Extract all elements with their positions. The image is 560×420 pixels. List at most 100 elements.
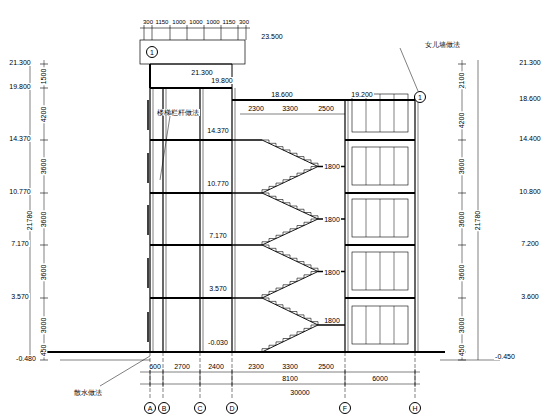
line <box>262 325 318 352</box>
line <box>232 244 262 246</box>
label-text: 1000 <box>188 19 203 25</box>
line <box>318 324 345 326</box>
axis-bubble: H <box>409 402 421 414</box>
axis-bubble: A <box>144 402 156 414</box>
line <box>394 306 395 344</box>
line <box>345 369 346 387</box>
line <box>221 25 222 40</box>
line <box>200 352 201 400</box>
line <box>262 219 318 245</box>
line <box>414 100 415 352</box>
line <box>162 88 163 352</box>
line <box>262 245 318 272</box>
line <box>150 139 232 141</box>
window <box>352 147 408 185</box>
line <box>394 147 395 185</box>
label-text: 1000 <box>205 19 220 25</box>
label-text: 14.400 <box>518 135 541 142</box>
line <box>40 88 48 89</box>
line <box>380 199 381 237</box>
label-text: 14.370 <box>8 135 31 142</box>
line <box>60 360 150 361</box>
label-text: -0.030 <box>207 339 229 346</box>
label-text: 18.600 <box>518 95 541 102</box>
line <box>380 94 381 132</box>
line <box>345 297 415 299</box>
line <box>262 272 318 299</box>
label-text: 300 <box>238 19 250 25</box>
label-text: -0.480 <box>15 355 37 362</box>
line <box>147 153 149 183</box>
line <box>150 244 232 246</box>
line <box>147 100 149 130</box>
axis-bubble: D <box>226 402 238 414</box>
axis-label: 1 <box>150 49 154 56</box>
dimension-text: 3600 <box>458 157 465 175</box>
axis-bubble: C <box>194 402 206 414</box>
axis-bubble: B <box>158 402 170 414</box>
stair-flight <box>262 298 318 325</box>
note-text: 女儿墙做法 <box>424 41 461 48</box>
label-text: 7.200 <box>520 240 540 247</box>
note-text: 楼梯栏杆做法 <box>156 109 200 116</box>
line <box>366 147 367 185</box>
line <box>40 351 445 353</box>
window <box>352 252 408 290</box>
label-text: 21.300 <box>518 59 541 66</box>
line <box>40 360 48 361</box>
line <box>400 48 418 91</box>
label-text: 1150 <box>155 19 170 25</box>
line <box>232 297 262 299</box>
line <box>366 94 367 132</box>
line <box>458 298 466 299</box>
line <box>149 64 151 88</box>
line <box>160 116 170 180</box>
label-text: 23.500 <box>260 33 283 40</box>
line <box>150 192 232 194</box>
dimension-text: 3600 <box>40 263 47 281</box>
line <box>163 352 164 400</box>
line <box>458 193 466 194</box>
line <box>440 360 500 361</box>
line <box>140 384 420 385</box>
label-text: 2300 <box>247 363 265 370</box>
dimension-text: 21780 <box>27 209 34 230</box>
line <box>166 88 167 352</box>
line <box>232 99 345 101</box>
line <box>380 306 381 344</box>
label-text: 3.570 <box>10 293 30 300</box>
line <box>149 88 150 352</box>
line <box>262 140 318 167</box>
stair-flight <box>262 245 318 272</box>
label-text: 30000 <box>289 389 310 396</box>
line <box>366 252 367 290</box>
line <box>344 100 345 352</box>
label-text: 1800 <box>323 269 341 276</box>
window <box>352 306 408 344</box>
line <box>200 369 201 387</box>
label-text: 1800 <box>323 317 341 324</box>
section-lines <box>30 25 500 400</box>
label-text: 1800 <box>323 163 341 170</box>
line <box>415 369 416 387</box>
label-text: 7.170 <box>208 232 228 239</box>
dimension-text: 4200 <box>458 111 465 129</box>
stair-flight <box>262 193 318 219</box>
line <box>232 369 233 387</box>
line <box>345 139 415 141</box>
line <box>150 87 232 89</box>
label-text: 19.200 <box>350 91 373 98</box>
note-text: 散水做法 <box>73 389 103 396</box>
line <box>345 244 415 246</box>
label-text: 2500 <box>317 105 335 112</box>
label-text: 21.300 <box>190 69 213 76</box>
axis-bubble: F <box>339 402 351 414</box>
line <box>150 297 232 299</box>
stair-flight <box>262 140 318 167</box>
label-text: 10.770 <box>206 180 229 187</box>
line <box>100 356 150 386</box>
window <box>352 199 408 237</box>
line <box>380 147 381 185</box>
axis-label: C <box>197 405 202 412</box>
dimension-text: 450 <box>459 343 466 357</box>
